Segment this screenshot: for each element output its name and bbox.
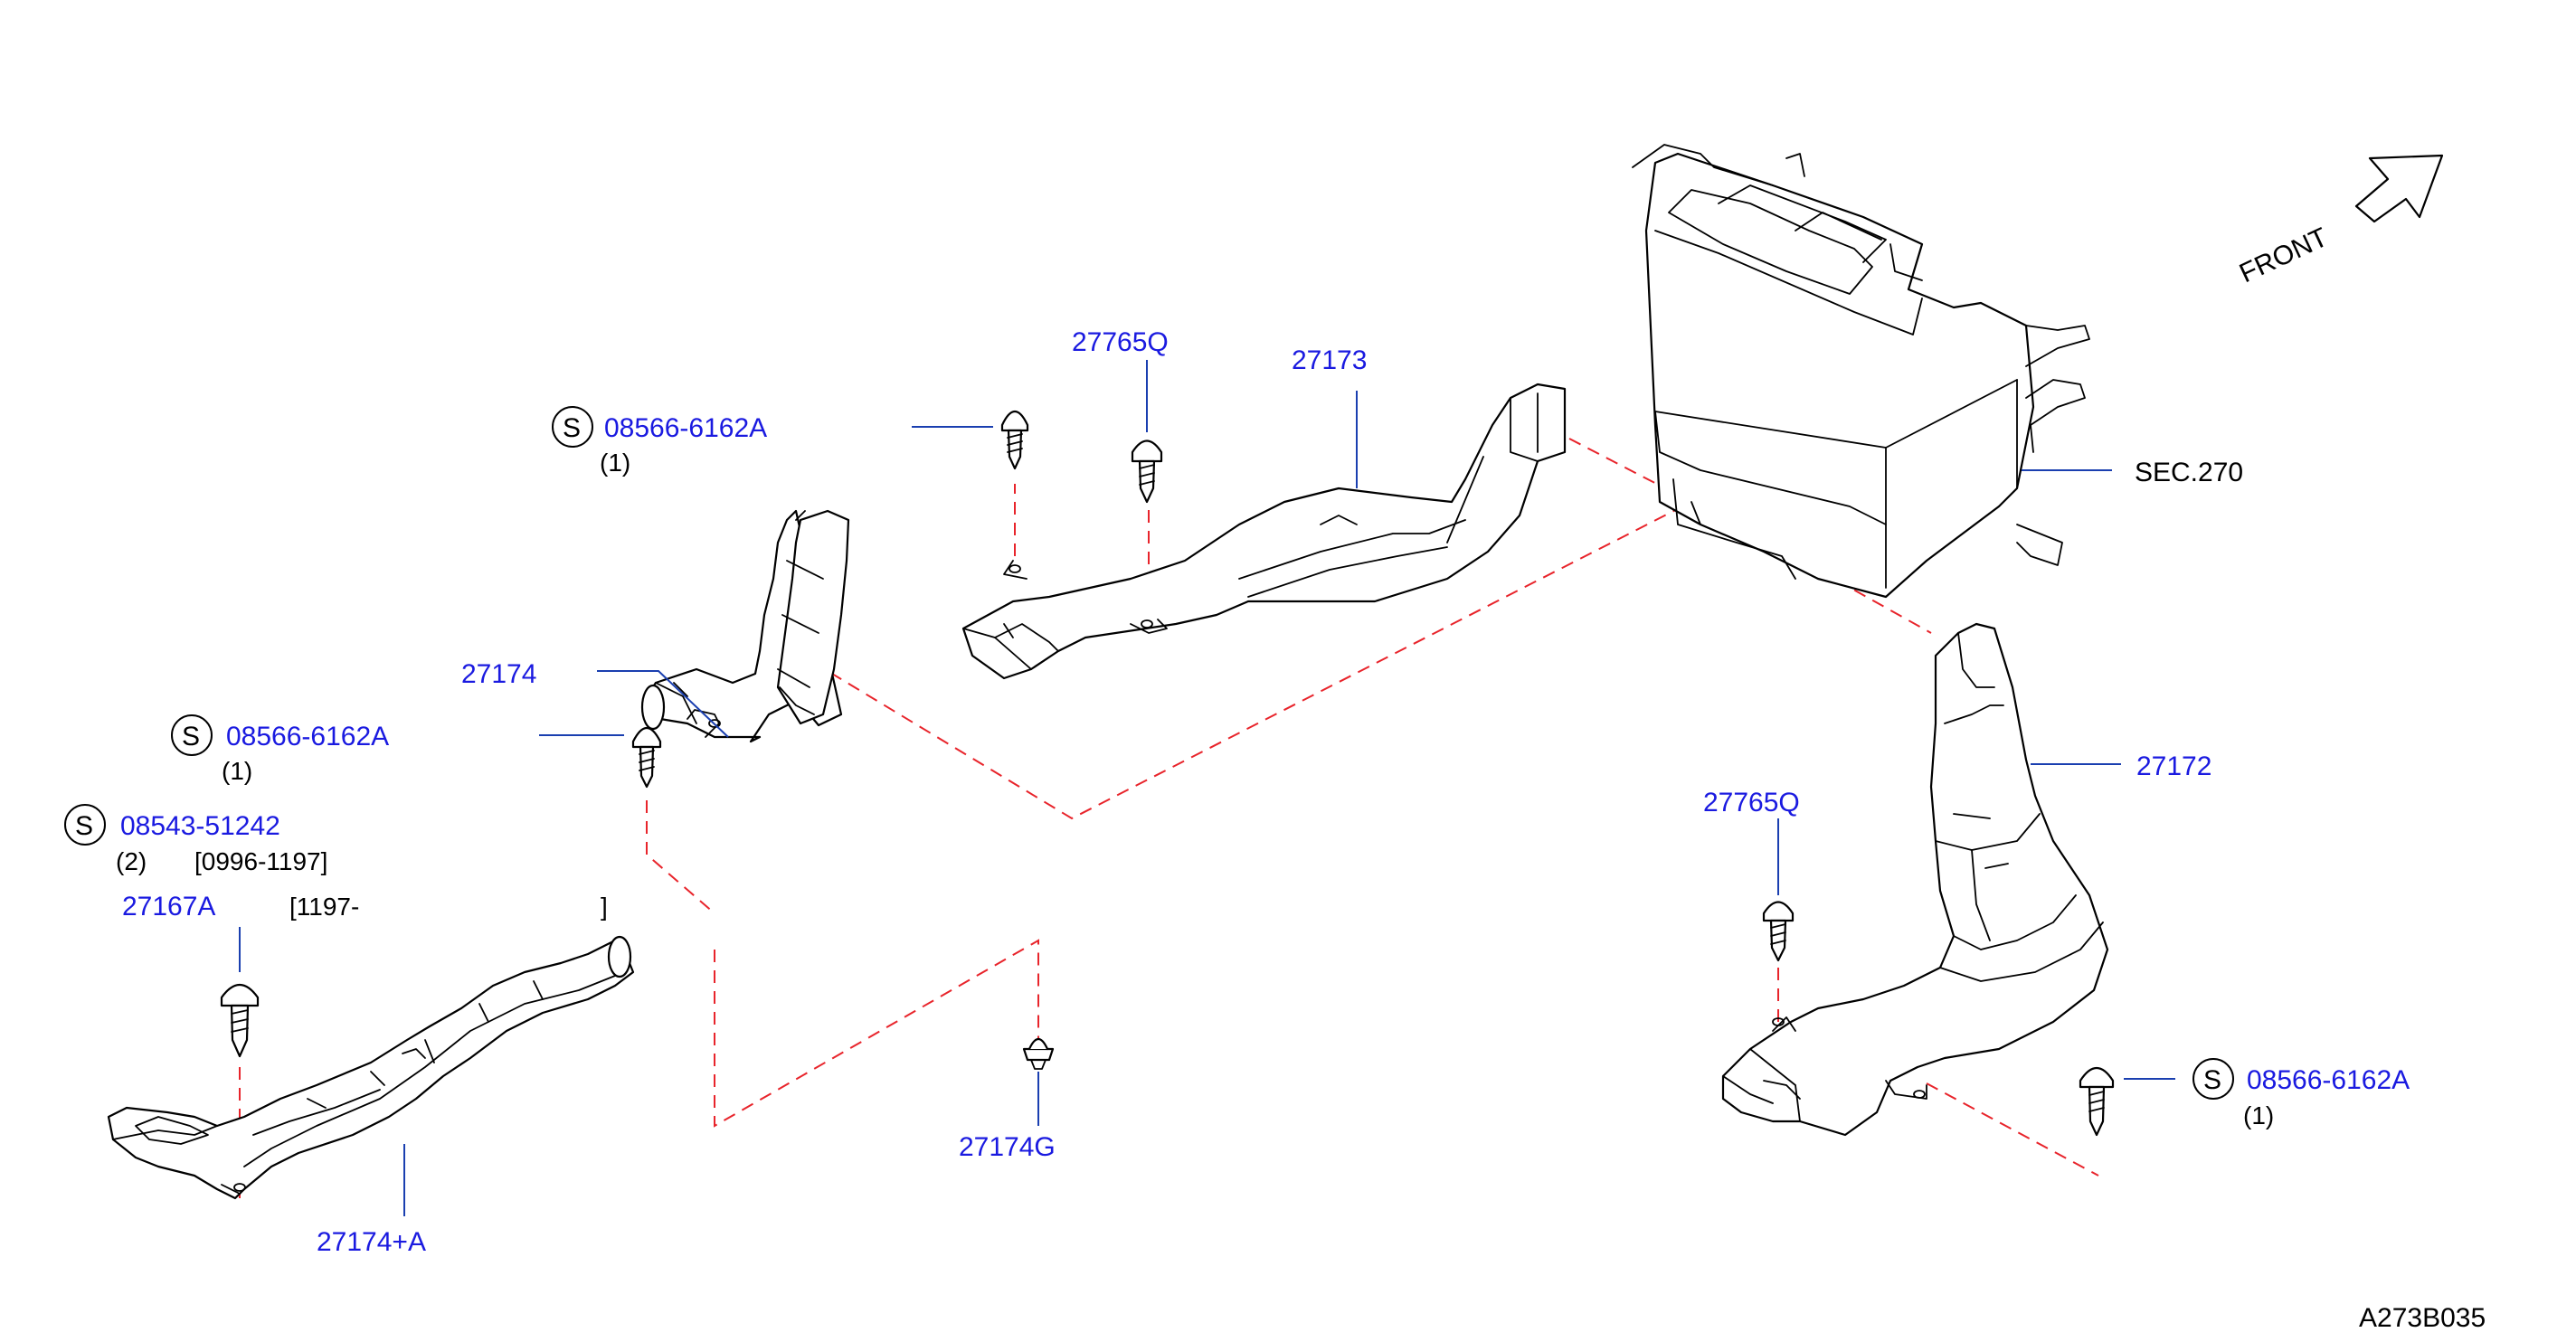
label-08566-right: 08566-6162A (2247, 1065, 2410, 1095)
label-27765q-right: 27765Q (1703, 788, 1800, 817)
s-symbol-right-text: S (2203, 1065, 2221, 1095)
range-27167a-end: ] (601, 893, 608, 921)
clip-27765q-top (1131, 439, 1163, 504)
screw-08566-right (2079, 1066, 2115, 1137)
range-08543: [0996-1197] (194, 847, 327, 875)
label-27174: 27174 (461, 659, 536, 689)
label-08543: 08543-51242 (120, 811, 280, 841)
screw-08566-left (631, 726, 662, 789)
duct-27174-a (107, 935, 635, 1200)
label-27765q-top: 27765Q (1072, 327, 1169, 357)
duct-27173 (961, 383, 1567, 680)
s-symbol-right (2192, 1058, 2234, 1100)
diagram-code: A273B035 (2359, 1303, 2486, 1333)
s-symbol-left-text: S (182, 722, 200, 751)
qty-08566-right: (1) (2243, 1101, 2274, 1129)
range-27167a: [1197- (289, 893, 359, 921)
duct-27174 (640, 509, 850, 743)
screw-08566-top (1000, 410, 1029, 470)
label-08566-left: 08566-6162A (226, 722, 389, 751)
label-27172: 27172 (2136, 751, 2211, 781)
label-27174g: 27174G (959, 1132, 1056, 1162)
s-symbol-left (171, 714, 213, 756)
screw-27167a (220, 983, 260, 1058)
leader-lines (239, 360, 2175, 1216)
s-symbol-08543 (64, 804, 106, 846)
heater-unit (1632, 144, 2090, 599)
qty-08566-top: (1) (600, 449, 630, 477)
label-sec-270: SEC.270 (2135, 458, 2243, 487)
label-27173: 27173 (1292, 345, 1367, 375)
qty-08543: (2) (116, 847, 147, 875)
s-symbol-top-text: S (563, 413, 581, 443)
label-08566-top: 08566-6162A (604, 413, 767, 443)
label-27174a: 27174+A (317, 1227, 426, 1257)
s-symbol-top (552, 406, 593, 448)
clip-27765q-right (1762, 901, 1795, 962)
label-27167a: 27167A (122, 892, 215, 921)
duct-27172 (1721, 622, 2109, 1137)
clip-27174g (1022, 1037, 1055, 1070)
qty-08566-left: (1) (222, 757, 252, 785)
front-arrow (2354, 154, 2444, 223)
front-label: FRONT (2235, 222, 2333, 289)
s-symbol-08543-text: S (75, 811, 93, 841)
